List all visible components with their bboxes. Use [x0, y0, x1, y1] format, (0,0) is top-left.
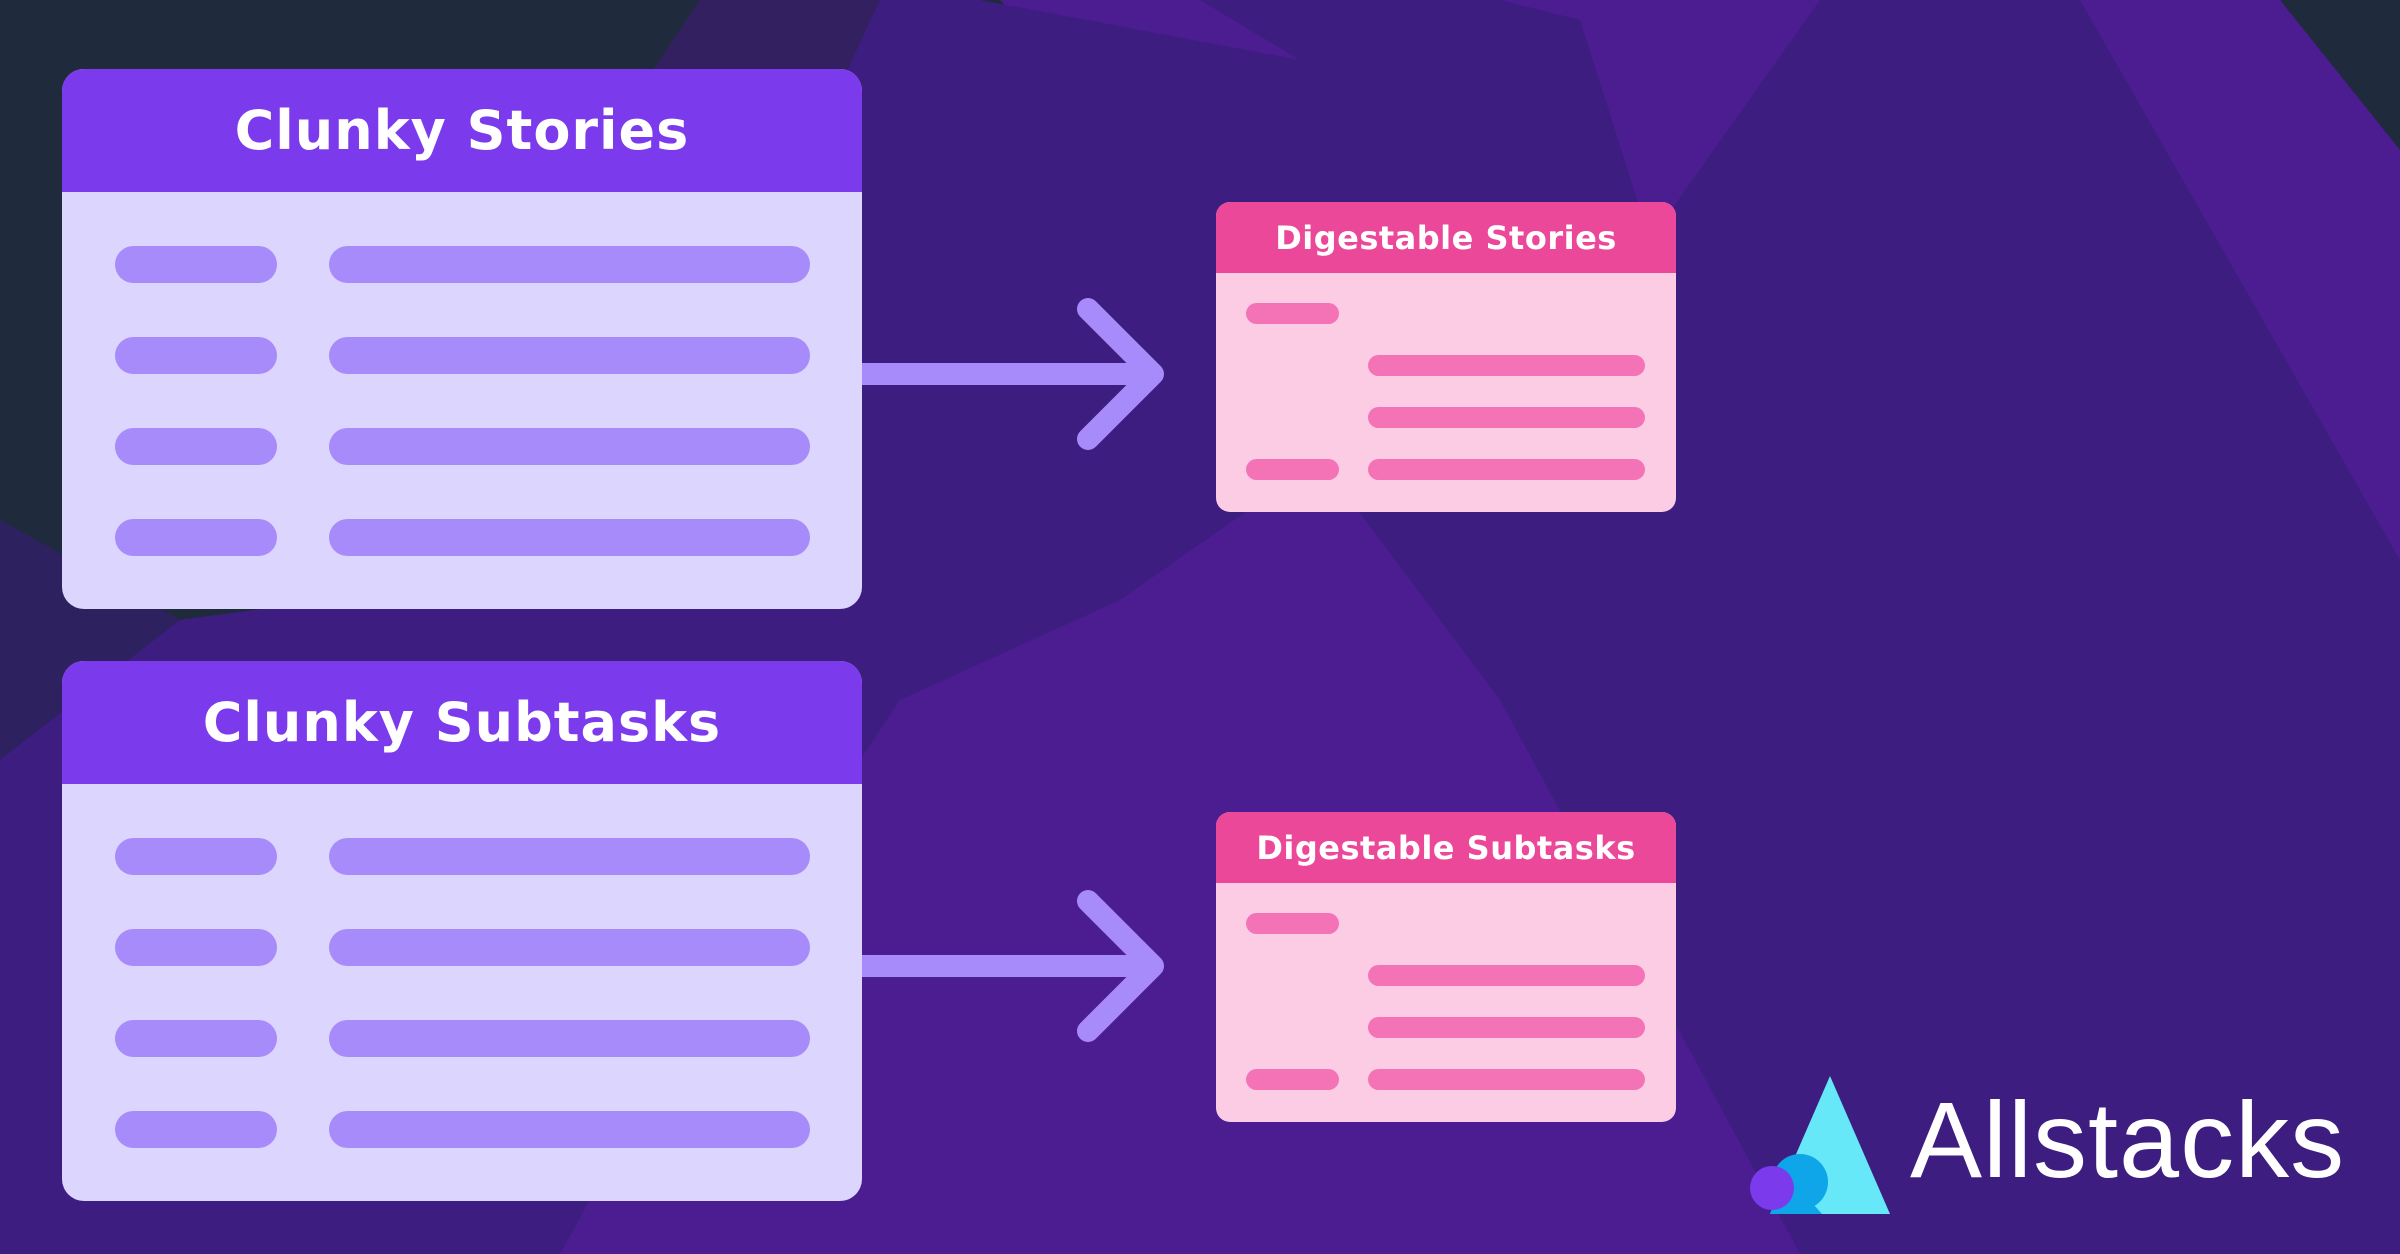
placeholder-bar [115, 246, 277, 283]
placeholder-bar [329, 337, 810, 374]
placeholder-bar [329, 246, 810, 283]
placeholder-bar [115, 428, 277, 465]
placeholder-bar [115, 838, 277, 875]
clunky-subtasks-card: Clunky Subtasks [62, 661, 862, 1201]
digestable-stories-card: Digestable Stories [1216, 202, 1676, 512]
arrow-right-icon [862, 890, 1164, 1042]
arrow-right-icon [862, 298, 1164, 450]
digestable-subtasks-title: Digestable Subtasks [1216, 812, 1676, 883]
digestable-subtasks-card: Digestable Subtasks [1216, 812, 1676, 1122]
placeholder-bar [1246, 913, 1339, 934]
placeholder-bar [115, 1020, 277, 1057]
placeholder-bar [329, 1020, 810, 1057]
allstacks-logo-text: Allstacks [1910, 1079, 2346, 1200]
placeholder-bar [115, 337, 277, 374]
placeholder-bar [115, 1111, 277, 1148]
clunky-stories-card: Clunky Stories [62, 69, 862, 609]
placeholder-bar [1246, 459, 1339, 480]
placeholder-bar [329, 428, 810, 465]
placeholder-bar [329, 1111, 810, 1148]
placeholder-bar [329, 838, 810, 875]
placeholder-bar [1368, 407, 1645, 428]
placeholder-bar [1246, 303, 1339, 324]
allstacks-triangle-icon [1750, 1076, 1890, 1214]
placeholder-bar [1368, 1017, 1645, 1038]
placeholder-bar [1368, 965, 1645, 986]
placeholder-bar [329, 519, 810, 556]
placeholder-bar [329, 929, 810, 966]
clunky-subtasks-title: Clunky Subtasks [62, 661, 862, 784]
digestable-stories-title: Digestable Stories [1216, 202, 1676, 273]
clunky-stories-title: Clunky Stories [62, 69, 862, 192]
placeholder-bar [115, 929, 277, 966]
placeholder-bar [1368, 1069, 1645, 1090]
placeholder-bar [1368, 355, 1645, 376]
placeholder-bar [1368, 459, 1645, 480]
placeholder-bar [115, 519, 277, 556]
placeholder-bar [1246, 1069, 1339, 1090]
